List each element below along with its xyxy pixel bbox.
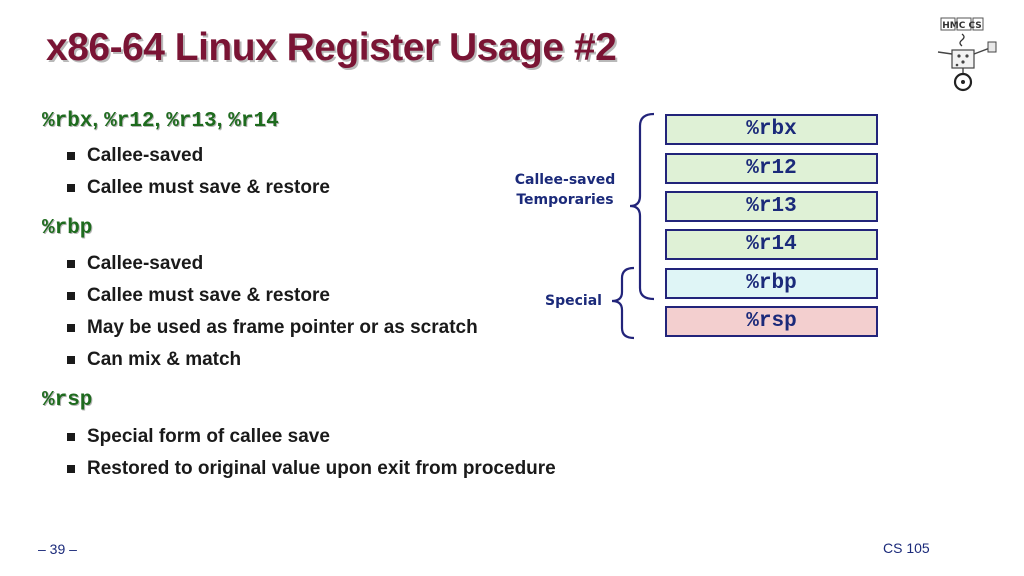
course-label: CS 105 <box>883 540 930 556</box>
reg-name: %r12 <box>104 110 155 133</box>
hmc-cs-logo-icon: HMC CS <box>937 17 997 92</box>
reg-name: %rbx <box>42 110 93 133</box>
register-box-rbp: %rbp <box>665 268 878 299</box>
reg-name: %rsp <box>42 389 93 412</box>
label-line: Callee-saved <box>514 172 616 188</box>
label-callee-saved-temporaries: Callee-saved Temporaries <box>512 170 618 210</box>
bullet-item: Restored to original value upon exit fro… <box>67 458 556 479</box>
reg-name: %r14 <box>228 110 279 133</box>
logo-text: HMC CS <box>942 21 981 31</box>
separator: , <box>154 108 167 131</box>
reg-name: %rbp <box>42 217 93 240</box>
bullet-item: Callee-saved <box>66 253 204 274</box>
brace-special <box>611 266 635 340</box>
separator: , <box>216 108 229 131</box>
register-box-r12: %r12 <box>665 153 878 184</box>
register-box-rsp: %rsp <box>665 306 878 337</box>
section-header-callee-saved: %rbx, %r12, %r13, %r14 <box>42 108 279 133</box>
bullet-item: Callee must save & restore <box>67 177 330 198</box>
register-box-rbx: %rbx <box>665 114 878 145</box>
bullet-item: May be used as frame pointer or as scrat… <box>67 317 478 338</box>
bullet-item: Callee must save & restore <box>67 285 330 306</box>
section-header-rbp: %rbp <box>42 217 92 240</box>
page-title: x86-64 Linux Register Usage #2 <box>46 26 617 69</box>
grouping-braces <box>611 112 655 340</box>
label-line: Temporaries <box>516 192 614 208</box>
brace-callee-saved <box>629 112 655 301</box>
separator: , <box>92 108 105 131</box>
register-box-r13: %r13 <box>665 191 878 222</box>
register-box-r14: %r14 <box>665 229 878 260</box>
reg-name: %r13 <box>166 110 217 133</box>
bullet-item: Special form of callee save <box>67 426 330 447</box>
bullet-item: Callee-saved <box>66 145 204 166</box>
label-special: Special <box>545 293 602 309</box>
section-header-rsp: %rsp <box>42 389 92 412</box>
page-number: – 39 – <box>38 541 77 557</box>
bullet-item: Can mix & match <box>66 349 242 370</box>
